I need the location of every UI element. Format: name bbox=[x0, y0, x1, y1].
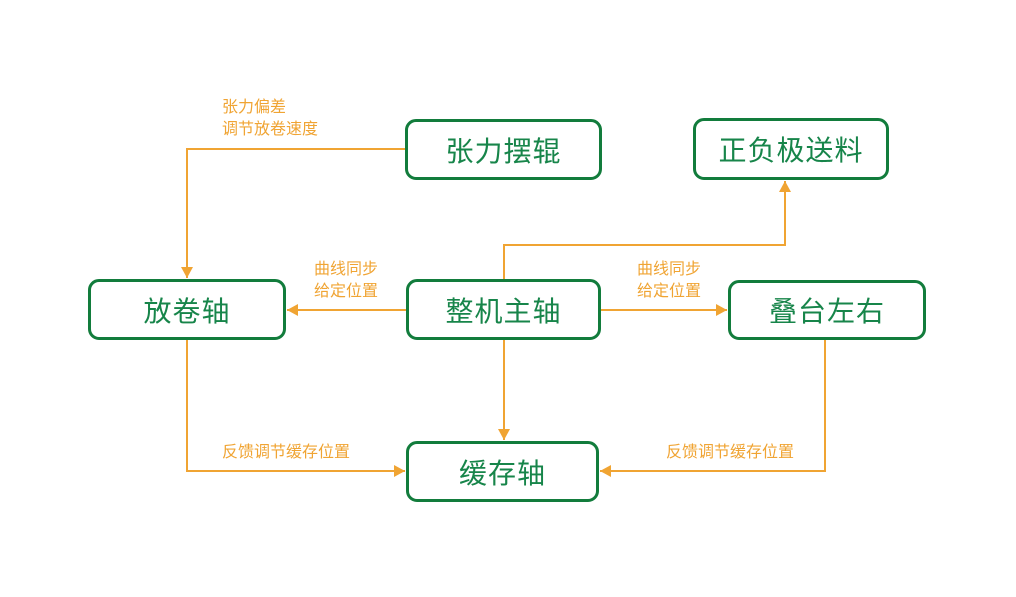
node-tension-roller: 张力摆辊 bbox=[405, 119, 602, 180]
node-main-axis: 整机主轴 bbox=[406, 279, 601, 340]
node-electrode-feed: 正负极送料 bbox=[693, 118, 889, 180]
edge-stack-to-buffer bbox=[600, 340, 826, 477]
edge-label-line: 曲线同步 bbox=[313, 261, 378, 278]
edge-label-feedback-left: 反馈调节缓存位置 bbox=[222, 442, 350, 464]
edge-label-feedback-right: 反馈调节缓存位置 bbox=[666, 442, 794, 464]
node-stack-table: 叠台左右 bbox=[728, 280, 926, 340]
edge-label-line: 反馈调节缓存位置 bbox=[666, 444, 795, 461]
edge-label-sync-right: 曲线同步 给定位置 bbox=[614, 259, 724, 303]
edge-tension-to-unwind bbox=[181, 148, 405, 278]
edge-label-line: 曲线同步 bbox=[636, 261, 701, 278]
edge-label-line: 反馈调节缓存位置 bbox=[222, 444, 351, 461]
node-unwind-axis: 放卷轴 bbox=[88, 279, 286, 340]
edge-label-line: 给定位置 bbox=[636, 283, 701, 300]
edge-unwind-to-buffer bbox=[186, 340, 405, 477]
node-buffer-axis: 缓存轴 bbox=[406, 441, 599, 502]
edge-label-sync-left: 曲线同步 给定位置 bbox=[291, 259, 401, 303]
edge-label-line: 给定位置 bbox=[313, 283, 378, 300]
edge-label-tension-note: 张力偏差 调节放卷速度 bbox=[222, 97, 318, 141]
edge-main-to-electrode bbox=[503, 181, 791, 279]
edge-label-line: 张力偏差 bbox=[222, 99, 287, 116]
edge-label-line: 调节放卷速度 bbox=[222, 121, 319, 138]
